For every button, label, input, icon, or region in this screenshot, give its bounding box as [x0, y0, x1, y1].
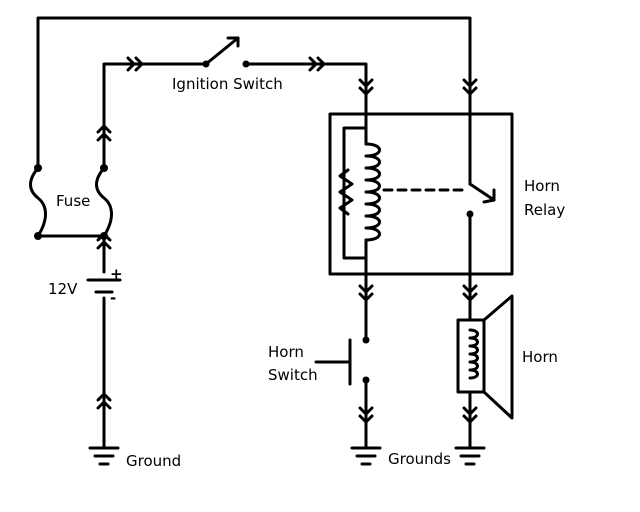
ignition-switch-lever	[204, 36, 240, 66]
top-bus-wire	[36, 16, 472, 186]
ground-symbol-left	[88, 446, 120, 466]
junction-dots	[34, 60, 474, 384]
horn-relay-label-line2: Relay	[524, 201, 566, 219]
battery-minus-label: -	[110, 289, 117, 307]
ignition-switch-lever-tip	[226, 36, 240, 48]
horn-relay-label-line1: Horn	[524, 177, 560, 195]
fuse-right-element	[95, 166, 113, 238]
horn-coil	[468, 328, 479, 380]
ground-symbol-middle	[350, 446, 382, 466]
battery-plus-label: +	[110, 265, 123, 283]
ignition-output-wire	[244, 62, 368, 132]
horn-switch-label-line2: Switch	[268, 366, 318, 384]
flow-chevrons	[96, 56, 478, 424]
relay-switch-blade-tip	[482, 188, 496, 204]
ground-label: Ground	[126, 452, 182, 470]
ignition-switch-label: Ignition Switch	[172, 75, 283, 93]
relay-coil-resistor	[338, 168, 354, 216]
battery-voltage-label: 12V	[48, 280, 78, 298]
relay-box	[328, 112, 514, 276]
fuse-left-element	[29, 166, 47, 238]
fuse-label: Fuse	[56, 192, 91, 210]
relay-coil-bracket	[342, 126, 368, 260]
ground-symbol-right	[454, 446, 486, 466]
horn-switch-label-line1: Horn	[268, 343, 304, 361]
relay-coil-loops	[364, 142, 381, 242]
horn-label: Horn	[522, 348, 558, 366]
grounds-label: Grounds	[388, 450, 451, 468]
relay-switch-blade	[468, 182, 496, 202]
horn-bell	[482, 294, 514, 420]
